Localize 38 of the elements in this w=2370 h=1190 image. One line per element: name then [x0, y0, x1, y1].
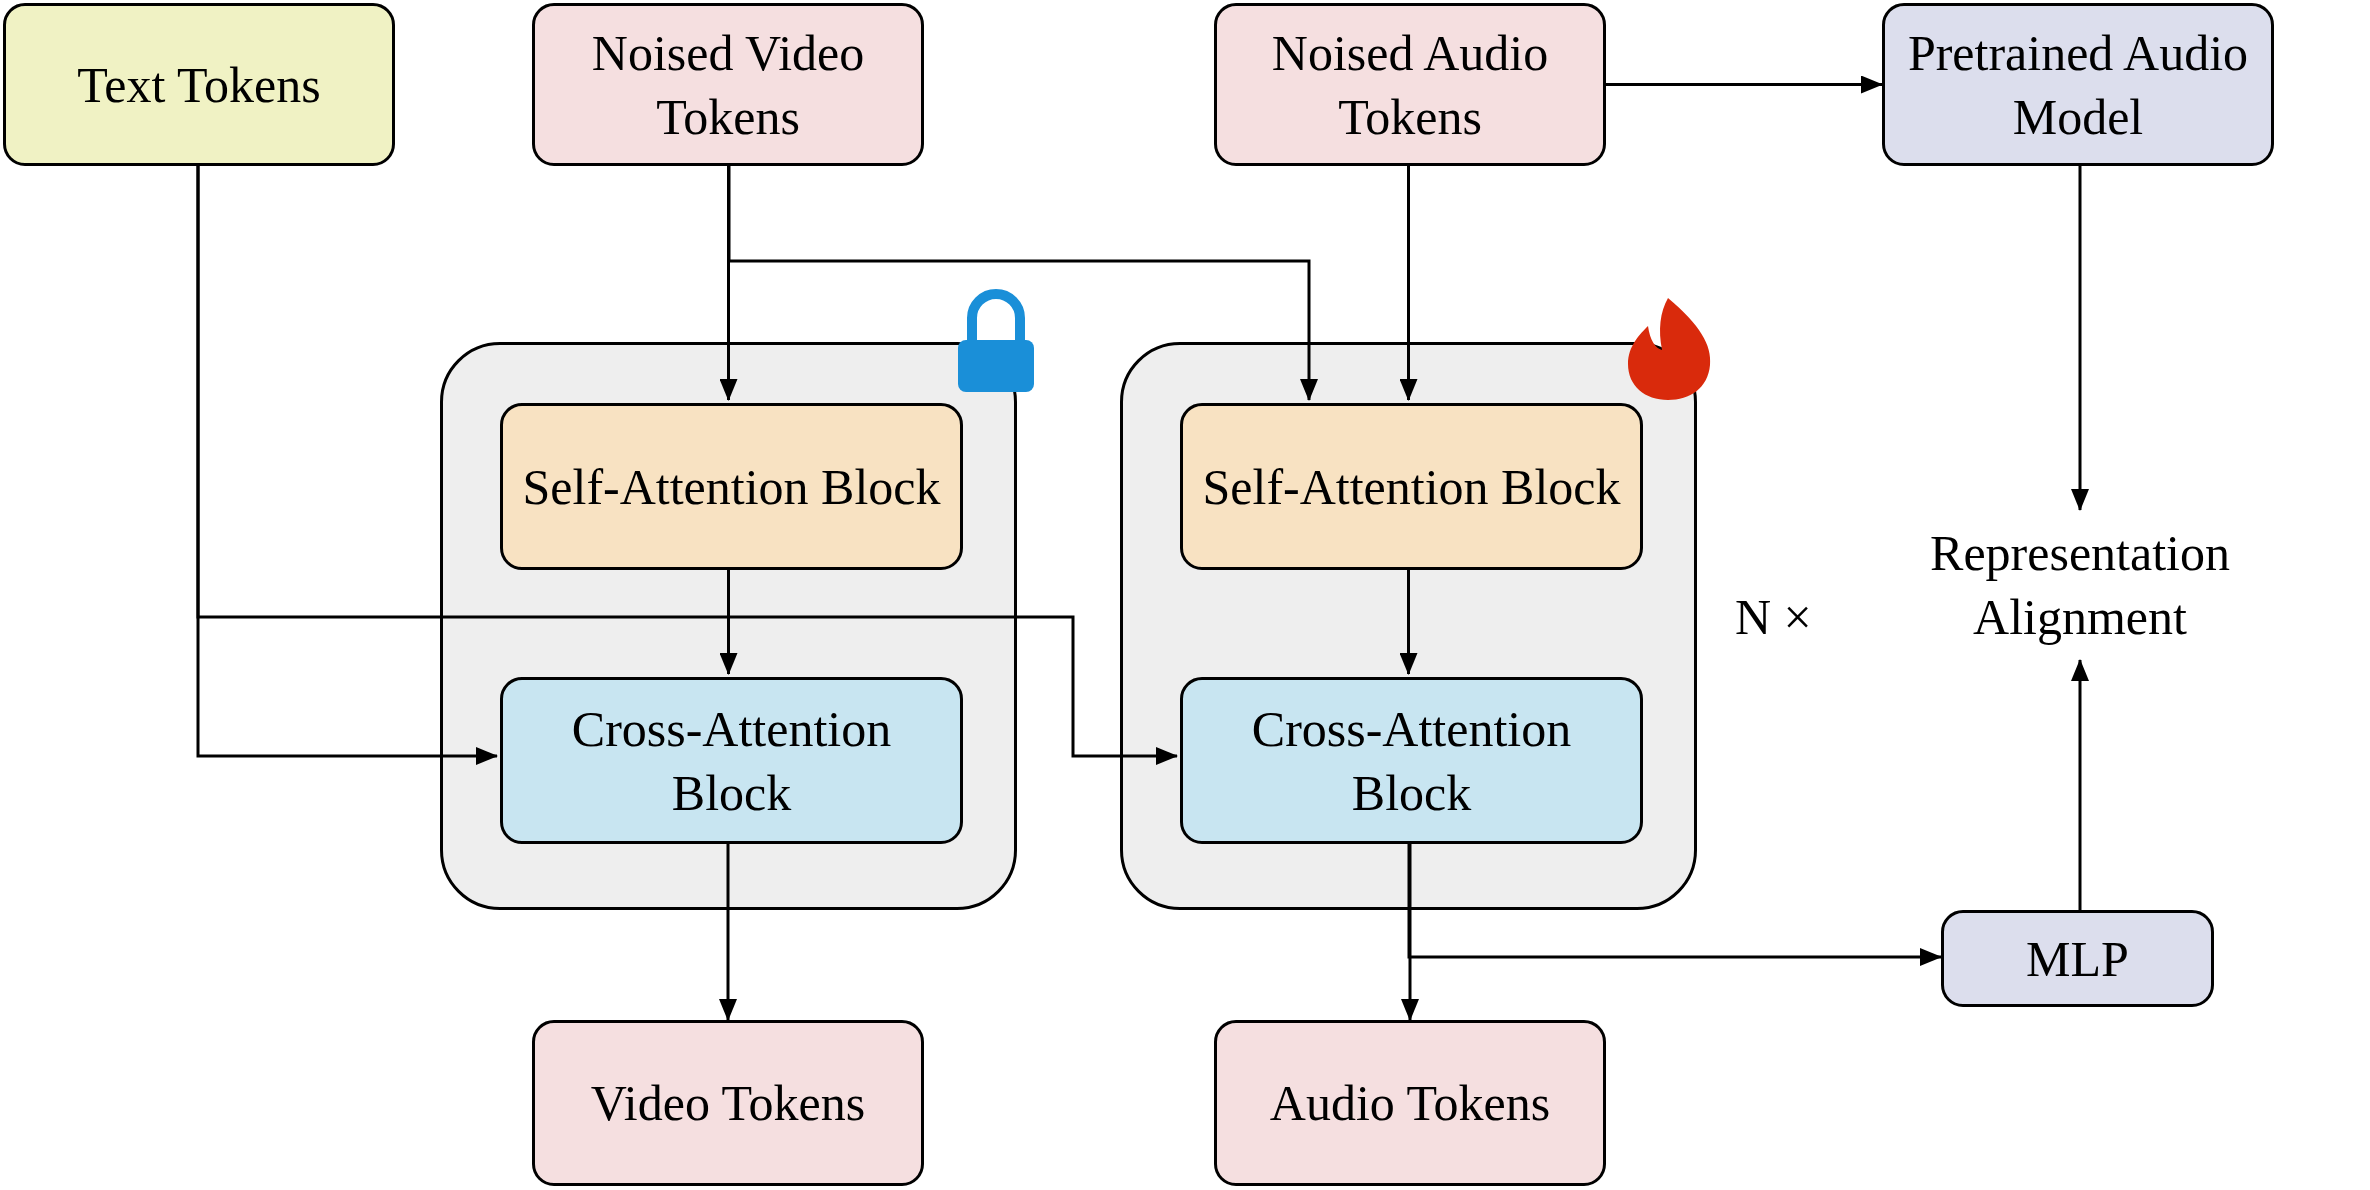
process-box — [500, 677, 963, 844]
arrow — [1606, 75, 1883, 94]
box-label: Video Tokens — [590, 1074, 866, 1133]
box-label: Audio Tokens — [1269, 1074, 1551, 1133]
arrow — [719, 841, 737, 1021]
box-label: MLP — [2026, 929, 2129, 989]
block-container — [1120, 342, 1697, 910]
box-label: Text Tokens — [77, 55, 321, 115]
arrow — [2071, 166, 2089, 511]
process-box — [1214, 3, 1606, 166]
box-label: Pretrained Audio Model — [1906, 23, 2250, 147]
process-box — [500, 403, 963, 570]
box-label: Self-Attention Block — [1202, 457, 1621, 517]
box-label: Noised Video Tokens — [590, 23, 866, 147]
arrow — [1399, 567, 1418, 675]
arrow — [719, 166, 738, 401]
box-label: Noised Audio Tokens — [1270, 23, 1550, 147]
arrow — [196, 166, 1178, 765]
process-box — [1180, 403, 1643, 570]
box-label: Cross-Attention Block — [1250, 699, 1573, 823]
process-box — [532, 1020, 924, 1186]
arrow — [1407, 841, 1942, 966]
process-box — [1214, 1020, 1606, 1186]
arrow — [1399, 166, 1418, 401]
process-box — [532, 3, 924, 166]
arrow — [727, 166, 1318, 401]
arrow — [2071, 659, 2089, 910]
process-box — [1882, 3, 2274, 166]
process-box — [1941, 910, 2214, 1007]
process-box — [1180, 677, 1643, 844]
box-label: Self-Attention Block — [522, 457, 941, 517]
box-label: Cross-Attention Block — [570, 699, 893, 823]
process-box — [3, 3, 395, 166]
block-container — [440, 342, 1017, 910]
repeat-label: N × — [1735, 588, 1812, 647]
node-label: Representation Alignment — [1880, 510, 2280, 660]
arrow — [1401, 841, 1419, 1021]
arrow — [719, 567, 738, 675]
